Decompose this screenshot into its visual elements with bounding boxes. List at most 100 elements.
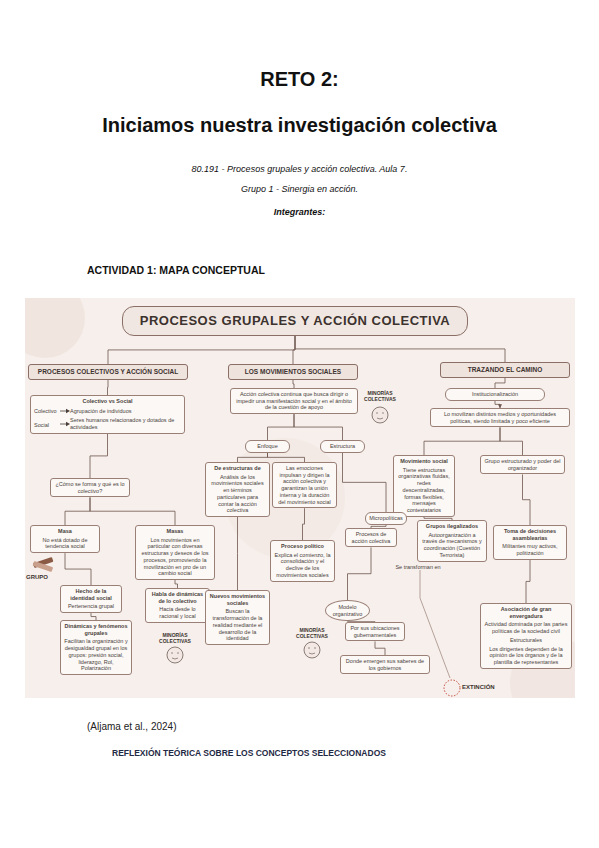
node-text: De estructuras de	[209, 465, 266, 472]
connector-line	[90, 497, 175, 525]
node-text: Seres humanos relacionados y dotados de …	[70, 417, 181, 430]
node-text: Habla de dinámicas de lo colectivo	[149, 591, 206, 604]
node-text: Pertenencia grupal	[64, 603, 118, 610]
node-text: TRAZANDO EL CAMINO	[445, 366, 565, 374]
node-text: Tiene estructuras organizativas fluidas,…	[397, 467, 451, 514]
node-text: Colectivo vs Social	[34, 398, 181, 405]
node-text: Micropolíticas	[369, 515, 403, 522]
node-text: Asociación de gran envergadura	[484, 606, 568, 619]
map-note: Se transforman en	[388, 564, 448, 570]
concept-box: Donde emergen sus saberes de los gobiern…	[340, 655, 430, 674]
node-text: Dinámicas y fenómenos grupales	[64, 623, 128, 636]
node-text: Los dirigentes dependen de la opinión de…	[484, 646, 568, 666]
concept-box: Toma de decisiones asambleariasMilitante…	[493, 525, 567, 560]
concept-pill: Estructura	[320, 440, 365, 453]
node-text: Modelo organizativo	[331, 604, 364, 617]
concept-box: Procesos de acción colectiva	[345, 528, 397, 547]
concept-box: Colectivo vs SocialColectivo Agrupación d…	[30, 395, 185, 434]
node-text: Análisis de los movimientos sociales en …	[209, 474, 266, 514]
concept-box: Grupos ilegalizadosAutoorganización a tr…	[417, 520, 487, 562]
title-box: PROCESOS GRUPALES Y ACCIÓN COLECTIVA	[122, 306, 468, 336]
connector-line	[90, 434, 108, 478]
members-line: Integrantes:	[0, 207, 599, 217]
connector-line	[295, 336, 505, 362]
concept-box: Las emociones impulsan y dirigen la acci…	[272, 462, 337, 508]
connector-line	[375, 641, 385, 655]
node-text: Institucionalización	[449, 391, 541, 398]
concept-box: Nuevos movimientos socialesBuscan la tra…	[205, 590, 270, 645]
node-text: Enfoque	[249, 443, 286, 450]
node-text: Movimiento social	[397, 458, 451, 465]
connector-line	[523, 474, 531, 525]
concept-box: De estructuras de Análisis de los movimie…	[205, 462, 270, 517]
node-text: Lo movilizan distintos medios y oportuni…	[434, 411, 566, 424]
node-text: Donde emergen sus saberes de los gobiern…	[344, 658, 426, 671]
concept-box: Por sus ubicaciones gubernamentales	[345, 622, 405, 641]
node-text: Los movimientos en particular con divers…	[139, 537, 211, 577]
node-text: Por sus ubicaciones gubernamentales	[349, 625, 401, 638]
concept-box: ¿Cómo se forma y qué es lo colectivo?	[50, 478, 130, 497]
map-note: EXTINCIÓN	[462, 684, 495, 691]
node-text: Las emociones impulsan y dirigen la acci…	[276, 465, 333, 505]
concept-ellipse: Modelo organizativo	[325, 600, 370, 621]
connector-line	[91, 613, 96, 620]
connector-line	[343, 453, 387, 512]
connector-line	[293, 380, 294, 388]
node-text: Estructura	[324, 443, 361, 450]
concept-box: Habla de dinámicas de lo colectivoHacia …	[145, 588, 210, 623]
map-note: MINORÍAS COLECTIVAS	[147, 633, 203, 645]
node-text: Agrupación de individuos	[70, 408, 181, 415]
node-text: PROCESOS COLECTIVOS Y ACCIÓN SOCIAL	[33, 368, 183, 376]
connector-line	[424, 427, 500, 455]
course-line: 80.191 - Procesos grupales y acción cole…	[0, 164, 599, 174]
connector-line	[238, 453, 268, 462]
node-text: Actividad dominada por las partes políti…	[484, 621, 568, 634]
branch-heading: PROCESOS COLECTIVOS Y ACCIÓN SOCIAL	[28, 364, 188, 380]
concept-box: Dinámicas y fenómenos grupalesFacilitan …	[60, 620, 132, 675]
concept-box: Proceso políticoExplica el comienzo, la …	[270, 540, 335, 582]
map-note: MINORÍAS COLECTIVAS	[284, 628, 340, 640]
concept-box: Hecho de la identidad socialPertenencia …	[60, 585, 122, 613]
connector-line	[303, 508, 305, 540]
map-note: GRUPO	[26, 574, 48, 581]
figure-caption: (Aljama et al., 2024)	[87, 721, 177, 733]
definition-grid: ColectivoAgrupación de individuosSocialS…	[34, 408, 181, 431]
branch-heading: LOS MOVIMIENTOS SOCIALES	[228, 364, 358, 380]
node-text: Buscan la transformación de la realidad …	[209, 608, 266, 642]
branch-heading: TRAZANDO EL CAMINO	[440, 362, 570, 378]
connector-line	[175, 580, 178, 588]
concept-box: MasasLos movimientos en particular con d…	[135, 525, 215, 580]
connector-line	[500, 427, 523, 455]
map-note: MINORÍAS COLECTIVAS	[357, 391, 403, 403]
node-text: Facilitan la organización y desigualdad …	[64, 638, 128, 672]
node-text: Masa	[34, 528, 96, 535]
connector-line	[65, 553, 91, 585]
node-text: Toma de decisiones asamblearias	[497, 528, 563, 541]
group-line: Grupo 1 - Sinergia en acción.	[0, 184, 599, 194]
node-text: Proceso político	[274, 543, 331, 550]
connector-line	[495, 401, 500, 408]
arrow-symbol	[60, 408, 70, 414]
connector-line	[107, 380, 109, 395]
connector-line	[65, 497, 90, 525]
node-text: LOS MOVIMIENTOS SOCIALES	[233, 368, 353, 376]
page-title: RETO 2:	[0, 68, 599, 91]
node-text: Colectivo	[34, 408, 60, 415]
concept-box: Movimiento socialTiene estructuras organ…	[393, 455, 455, 517]
concept-box: Asociación de gran envergaduraActividad …	[480, 603, 572, 669]
node-text: Grupos ilegalizados	[421, 523, 483, 530]
node-text: Masas	[139, 528, 211, 535]
node-text: Grupo estructurado y poder del organizad…	[484, 458, 561, 471]
connector-line	[348, 547, 372, 600]
node-text: ¿Cómo se forma y qué es lo colectivo?	[54, 481, 126, 494]
concept-pill: Micropolíticas	[365, 512, 407, 525]
node-text: No está dotado de tendencia social	[34, 537, 96, 550]
node-text: Procesos de acción colectiva	[349, 531, 393, 544]
node-text: Explica el comienzo, la consolidación y …	[274, 552, 331, 579]
concept-pill: Enfoque	[245, 440, 290, 453]
arrow-symbol	[60, 421, 70, 427]
connector-line	[495, 378, 505, 388]
node-text: Autoorganización a través de mecanismos …	[421, 532, 483, 559]
node-text: Nuevos movimientos sociales	[209, 593, 266, 606]
